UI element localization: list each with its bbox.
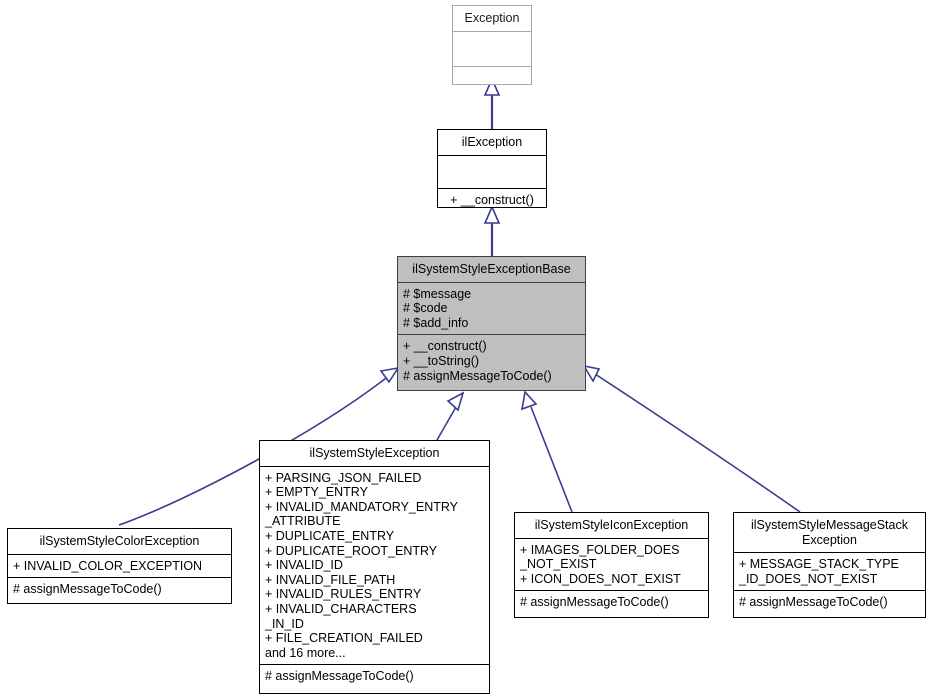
edge-messagestackexception-to-base [582, 364, 801, 513]
class-node-ilsystemstyleexception[interactable]: ilSystemStyleException + PARSING_JSON_FA… [259, 440, 490, 694]
divider [515, 590, 708, 592]
class-name-ilsystemstylecolorexception: ilSystemStyleColorException [39, 534, 200, 548]
divider [398, 334, 585, 336]
attributes-ilsystemstyleiconexception: + IMAGES_FOLDER_DOES _NOT_EXIST + ICON_D… [520, 542, 681, 586]
attributes-ilsystemstyleexceptionbase: # $message # $code # $add_info [403, 286, 472, 330]
operations-ilsystemstylemessagestackexception: # assignMessageToCode() [739, 595, 888, 610]
class-name-ilsystemstyleexceptionbase: ilSystemStyleExceptionBase [412, 262, 571, 276]
divider [734, 590, 925, 592]
operations-ilsystemstyleiconexception: # assignMessageToCode() [520, 595, 669, 610]
edge-base-to-ilexception [483, 205, 501, 256]
divider [734, 552, 925, 554]
operations-ilsystemstyleexception: # assignMessageToCode() [265, 669, 414, 684]
class-node-ilsystemstyleiconexception[interactable]: ilSystemStyleIconException + IMAGES_FOLD… [514, 512, 709, 618]
edge-styleexception-to-base [436, 391, 465, 441]
divider [515, 537, 708, 539]
operations-ilexception: + __construct() [450, 192, 534, 207]
divider [8, 577, 231, 579]
operations-ilsystemstylecolorexception: # assignMessageToCode() [13, 582, 162, 597]
divider [8, 553, 231, 555]
attributes-ilsystemstylecolorexception: + INVALID_COLOR_EXCEPTION [13, 558, 203, 573]
operations-ilsystemstyleexceptionbase: + __construct() + __toString() # assignM… [403, 339, 552, 383]
class-name-ilsystemstyleexception: ilSystemStyleException [309, 446, 440, 460]
attributes-ilsystemstyleexception: + PARSING_JSON_FAILED + EMPTY_ENTRY + IN… [265, 470, 458, 660]
divider [438, 154, 546, 156]
class-name-ilexception: ilException [461, 135, 523, 149]
class-node-ilsystemstyleexceptionbase[interactable]: ilSystemStyleExceptionBase # $message # … [397, 256, 586, 391]
class-name-exception: Exception [464, 11, 520, 25]
class-name-ilsystemstylemessagestackexception: ilSystemStyleMessageStack Exception [750, 518, 908, 547]
divider [453, 30, 531, 32]
divider [438, 187, 546, 189]
class-node-ilsystemstylemessagestackexception[interactable]: ilSystemStyleMessageStack Exception + ME… [733, 512, 926, 618]
class-node-ilexception[interactable]: ilException + __construct() [437, 129, 547, 208]
class-name-ilsystemstyleiconexception: ilSystemStyleIconException [534, 518, 689, 532]
divider [398, 281, 585, 283]
operations-exception [453, 67, 531, 101]
divider [453, 65, 531, 67]
class-node-exception[interactable]: Exception [452, 5, 532, 85]
class-node-ilsystemstylecolorexception[interactable]: ilSystemStyleColorException + INVALID_CO… [7, 528, 232, 604]
edge-iconexception-to-base [520, 390, 573, 513]
divider [260, 664, 489, 666]
attributes-exception [453, 32, 531, 66]
attributes-ilexception [438, 156, 546, 188]
attributes-ilsystemstylemessagestackexception: + MESSAGE_STACK_TYPE _ID_DOES_NOT_EXIST [739, 557, 899, 586]
